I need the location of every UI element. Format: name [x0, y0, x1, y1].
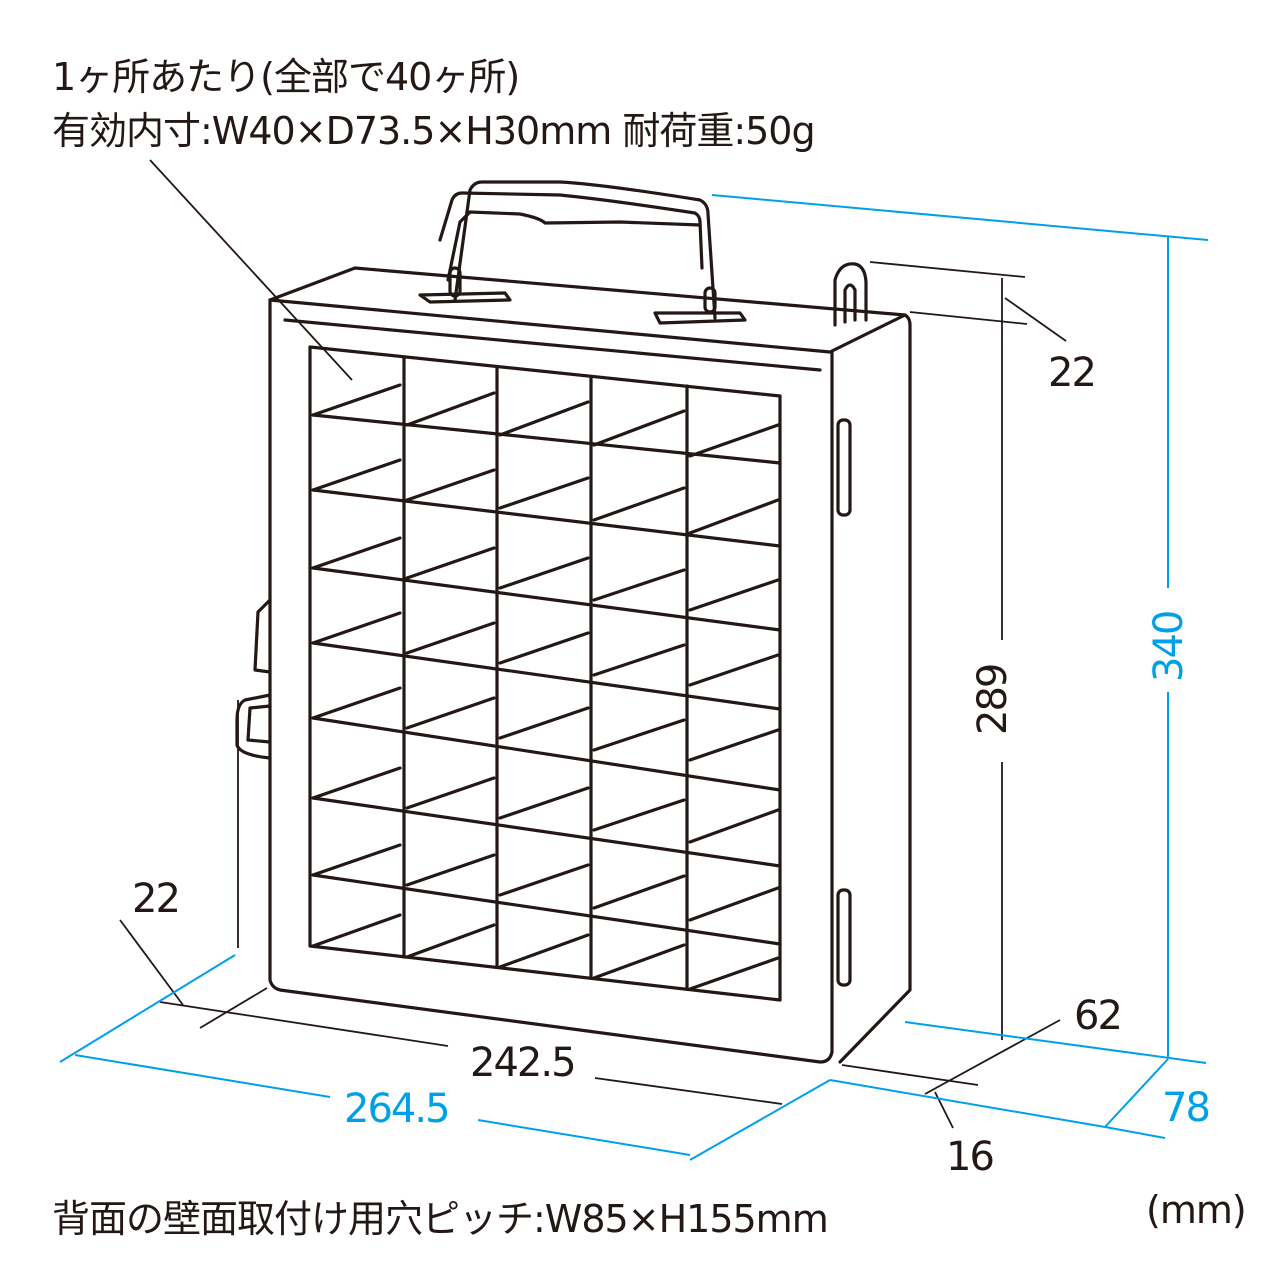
note-leader-line — [149, 159, 353, 381]
dimension-lines-blue — [59, 194, 1209, 1161]
hanging-hook — [833, 262, 868, 327]
compartment-note-line2: 有効内寸:W40×D73.5×H30mm 耐荷重:50g — [52, 109, 816, 153]
dim-front-lid-depth: 16 — [946, 1134, 995, 1180]
hinge-bottom — [836, 888, 852, 987]
unit-label: (mm) — [1146, 1188, 1247, 1232]
compartment-grid — [308, 345, 782, 1002]
dim-inner-width: 242.5 — [470, 1040, 577, 1086]
carry-handle — [418, 180, 747, 325]
hinge-top — [836, 418, 852, 517]
dimension-lines-black — [119, 261, 1067, 1129]
case-body — [268, 266, 912, 1064]
dim-overall-width: 264.5 — [344, 1086, 451, 1132]
wall-mount-note: 背面の壁面取付け用穴ピッチ:W85×H155mm — [52, 1197, 829, 1241]
dim-hook-height: 22 — [1048, 350, 1097, 396]
latch-lower — [235, 693, 272, 760]
compartment-note-line1: 1ヶ所あたり(全部で40ヶ所) — [52, 55, 520, 99]
dim-overall-height: 340 — [1146, 611, 1192, 682]
dim-side-latch-depth: 22 — [132, 876, 181, 922]
latch-upper — [253, 598, 272, 674]
dim-body-depth: 62 — [1074, 993, 1123, 1039]
dim-overall-depth: 78 — [1162, 1085, 1211, 1131]
dim-body-height: 289 — [970, 664, 1016, 735]
